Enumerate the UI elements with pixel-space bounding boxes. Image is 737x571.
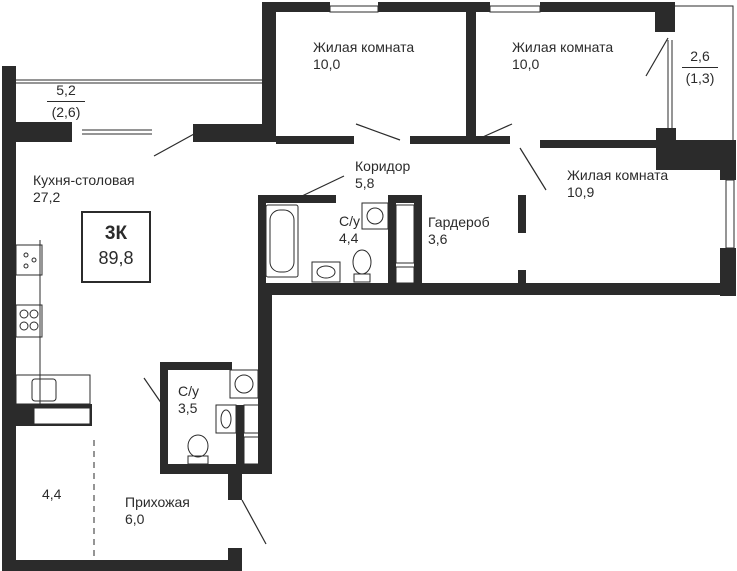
balcony-right-area: 2,6(1,3) — [682, 48, 718, 87]
windows — [16, 5, 735, 249]
fixtures — [15, 202, 415, 465]
apartment-type: 3К — [104, 223, 128, 244]
room-label-niche: 4,4 — [42, 486, 62, 502]
apartment-total-area: 89,8 — [98, 248, 134, 268]
balcony-left-area: 5,2(2,6) — [47, 82, 85, 121]
door-swings — [143, 37, 669, 545]
balcony-outline — [667, 5, 734, 140]
apartment-badge: 3К 89,8 — [81, 211, 151, 283]
